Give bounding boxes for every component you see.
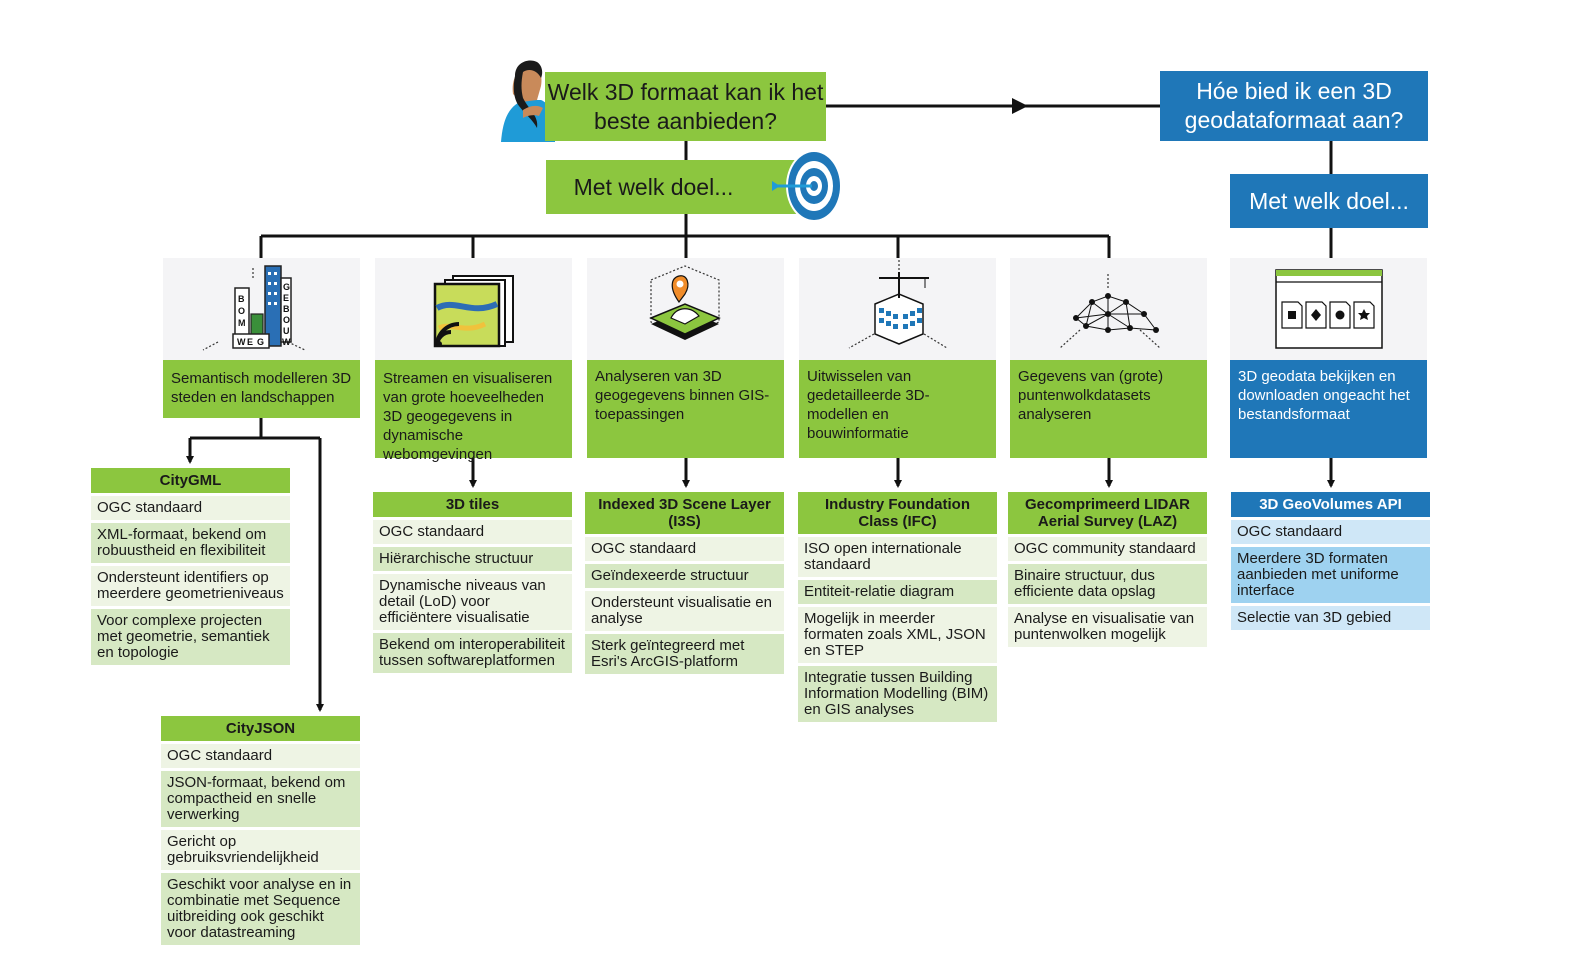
icon-letter-m: M bbox=[238, 318, 246, 328]
icon-letter-g: G bbox=[257, 337, 264, 347]
icon-box-analysis bbox=[587, 258, 784, 360]
format-row: Bekend om interoperabiliteit tussen soft… bbox=[373, 633, 572, 676]
city-buildings-icon: B O M W E G G E B O U W bbox=[202, 265, 306, 351]
icon-box-pointcloud bbox=[1010, 258, 1207, 360]
format-title-geovolumes: 3D GeoVolumes API bbox=[1231, 492, 1430, 520]
purpose-exchange-text: Uitwisselen van gedetailleerde 3D-modell… bbox=[807, 368, 930, 442]
icon-box-semantic: B O M W E G G E B O U W bbox=[163, 258, 360, 360]
thinking-person-icon bbox=[501, 60, 555, 142]
right-goal-box: Met welk doel... bbox=[1230, 174, 1428, 228]
format-card-citygml: CityGML OGC standaard XML-formaat, beken… bbox=[91, 468, 290, 668]
format-row: JSON-formaat, bekend om compactheid en s… bbox=[161, 771, 360, 830]
format-row: OGC standaard bbox=[91, 496, 290, 523]
format-row: Hiërarchische structuur bbox=[373, 547, 572, 574]
format-row: XML-formaat, bekend om robuustheid en fl… bbox=[91, 523, 290, 566]
purpose-analysis-text: Analyseren van 3D geogegevens binnen GIS… bbox=[595, 368, 770, 423]
format-card-ifc: Industry Foundation Class (IFC) ISO open… bbox=[798, 492, 997, 725]
format-row: Dynamische niveaus van detail (LoD) voor… bbox=[373, 574, 572, 633]
browser-window-icon bbox=[1275, 269, 1383, 349]
main-question-text: Welk 3D formaat kan ik het beste aanbied… bbox=[547, 78, 824, 134]
format-card-geovolumes: 3D GeoVolumes API OGC standaard Meerdere… bbox=[1231, 492, 1430, 633]
format-row: OGC standaard bbox=[1231, 520, 1430, 547]
format-title-laz: Gecomprimeerd LIDAR Aerial Survey (LAZ) bbox=[1008, 492, 1207, 537]
format-row: Entiteit-relatie diagram bbox=[798, 580, 997, 607]
goal-question-text: Met welk doel... bbox=[573, 173, 734, 200]
icon-letter-g2: G bbox=[283, 282, 290, 292]
purpose-pointcloud: Gegevens van (grote) puntenwolkdatasets … bbox=[1010, 360, 1207, 458]
purpose-semantic: Semantisch modelleren 3D steden en lands… bbox=[163, 360, 360, 418]
format-row: ISO open internationale standaard bbox=[798, 537, 997, 580]
icon-letter-u: U bbox=[283, 326, 290, 336]
purpose-streaming: Streamen en visualiseren van grote hoeve… bbox=[375, 360, 572, 463]
icon-letter-o2: O bbox=[283, 315, 290, 325]
target-icon bbox=[772, 150, 842, 222]
purpose-analysis: Analyseren van 3D geogegevens binnen GIS… bbox=[587, 360, 784, 458]
purpose-semantic-text: Semantisch modelleren 3D steden en lands… bbox=[171, 370, 352, 406]
main-question-box: Welk 3D formaat kan ik het beste aanbied… bbox=[545, 72, 826, 141]
format-row: Ondersteunt identifiers op meerdere geom… bbox=[91, 566, 290, 609]
icon-letter-o: O bbox=[238, 306, 245, 316]
format-row: Meerdere 3D formaten aanbieden met unifo… bbox=[1231, 547, 1430, 606]
purpose-viewer-text: 3D geodata bekijken en downloaden ongeac… bbox=[1238, 368, 1410, 423]
format-row: Analyse en visualisatie van puntenwolken… bbox=[1008, 607, 1207, 650]
format-row: OGC standaard bbox=[161, 744, 360, 771]
format-row: Integratie tussen Building Information M… bbox=[798, 666, 997, 725]
format-title-ifc: Industry Foundation Class (IFC) bbox=[798, 492, 997, 537]
format-row: Selectie van 3D gebied bbox=[1231, 606, 1430, 633]
purpose-pointcloud-text: Gegevens van (grote) puntenwolkdatasets … bbox=[1018, 368, 1164, 423]
format-row: OGC standaard bbox=[373, 520, 572, 547]
3d-map-pin-icon bbox=[649, 265, 721, 340]
building-crane-icon bbox=[848, 260, 948, 349]
point-cloud-icon bbox=[1059, 272, 1161, 349]
icon-letter-e: E bbox=[247, 337, 253, 347]
format-row: Mogelijk in meerder formaten zoals XML, … bbox=[798, 607, 997, 666]
format-card-cityjson: CityJSON OGC standaard JSON-formaat, bek… bbox=[161, 716, 360, 948]
purpose-exchange: Uitwisselen van gedetailleerde 3D-modell… bbox=[799, 360, 996, 458]
format-row: Binaire structuur, dus efficiente data o… bbox=[1008, 564, 1207, 607]
format-title-i3s: Indexed 3D Scene Layer (I3S) bbox=[585, 492, 784, 537]
format-row: Geïndexeerde structuur bbox=[585, 564, 784, 591]
format-row: OGC standaard bbox=[585, 537, 784, 564]
icon-letter-b2: B bbox=[283, 304, 290, 314]
format-row: Ondersteunt visualisatie en analyse bbox=[585, 591, 784, 634]
format-card-3dtiles: 3D tiles OGC standaard Hiërarchische str… bbox=[373, 492, 572, 676]
icon-box-viewer bbox=[1230, 258, 1427, 360]
icon-box-streaming bbox=[375, 258, 572, 360]
icon-letter-w: W bbox=[237, 337, 246, 347]
right-arrow-icon bbox=[1012, 98, 1028, 114]
map-stream-icon bbox=[433, 275, 514, 348]
format-row: Geschikt voor analyse en in combinatie m… bbox=[161, 873, 360, 948]
icon-letter-e2: E bbox=[283, 293, 289, 303]
purpose-viewer: 3D geodata bekijken en downloaden ongeac… bbox=[1230, 360, 1427, 458]
format-row: Gericht op gebruiksvriendelijkheid bbox=[161, 830, 360, 873]
icon-letter-w2: W bbox=[282, 337, 291, 347]
format-card-i3s: Indexed 3D Scene Layer (I3S) OGC standaa… bbox=[585, 492, 784, 677]
icon-letter-b: B bbox=[238, 294, 245, 304]
right-question-box: Hóe bied ik een 3D geodataformaat aan? bbox=[1160, 71, 1428, 141]
format-title-cityjson: CityJSON bbox=[161, 716, 360, 744]
format-title-3dtiles: 3D tiles bbox=[373, 492, 572, 520]
icon-box-exchange bbox=[799, 258, 996, 360]
format-row: Sterk geïntegreerd met Esri's ArcGIS-pla… bbox=[585, 634, 784, 677]
format-title-citygml: CityGML bbox=[91, 468, 290, 496]
right-question-text: Hóe bied ik een 3D geodataformaat aan? bbox=[1184, 78, 1404, 133]
format-row: Voor complexe projecten met geometrie, s… bbox=[91, 609, 290, 668]
format-row: OGC community standaard bbox=[1008, 537, 1207, 564]
right-goal-text: Met welk doel... bbox=[1249, 187, 1409, 214]
purpose-streaming-text: Streamen en visualiseren van grote hoeve… bbox=[383, 370, 553, 463]
format-card-laz: Gecomprimeerd LIDAR Aerial Survey (LAZ) … bbox=[1008, 492, 1207, 650]
